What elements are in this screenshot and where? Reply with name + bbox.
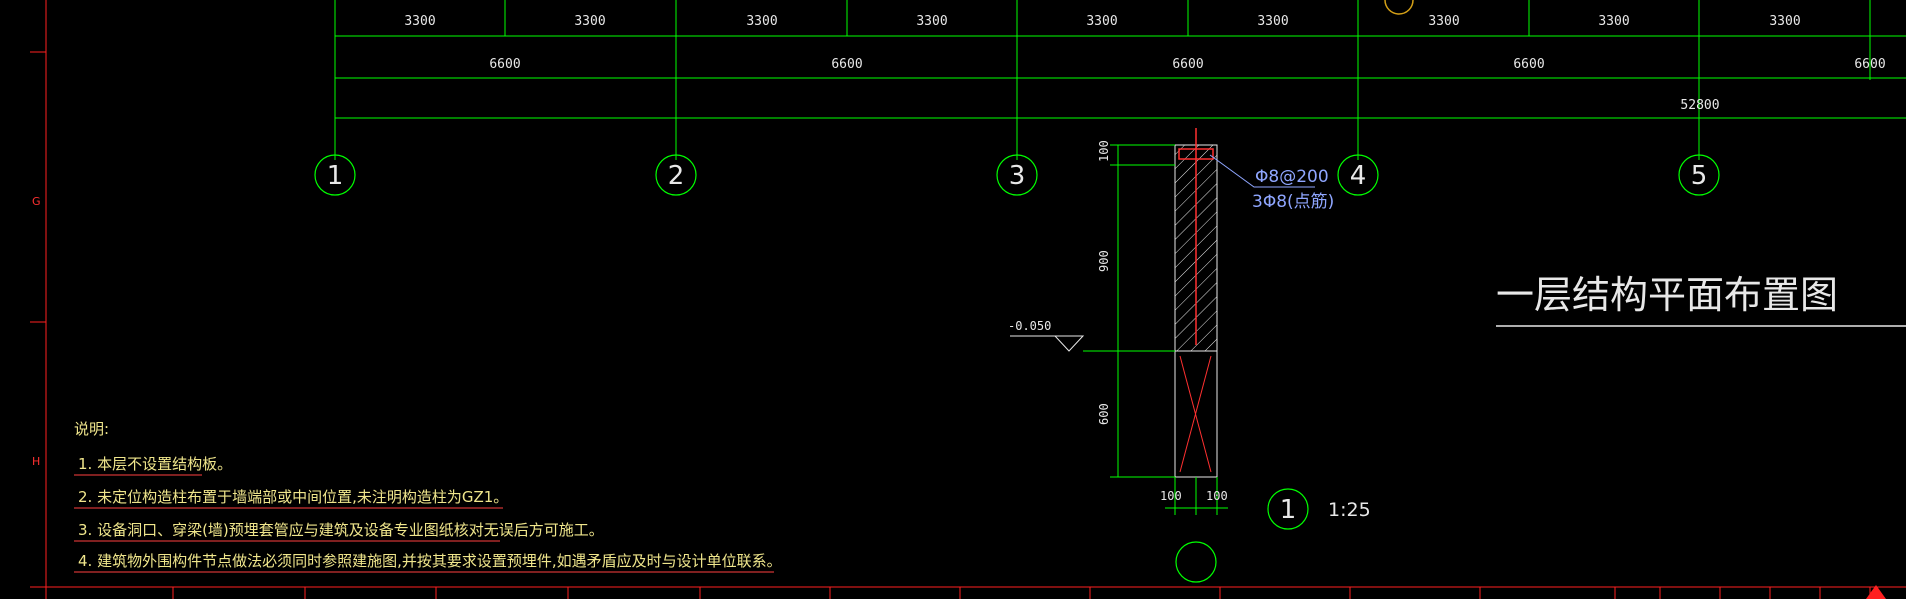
grid-bubble-4 — [1337, 154, 1379, 196]
grid-label-4: 4 — [1350, 161, 1367, 191]
grid-label-2: 2 — [668, 161, 685, 191]
dim-3300: 3300 — [1086, 14, 1117, 29]
dim-6600: 6600 — [489, 57, 520, 72]
detail-bubble — [1267, 488, 1309, 530]
notes-heading: 说明: — [74, 420, 109, 438]
dim-section-top: 100 — [1097, 140, 1111, 162]
grid-bubble-3 — [996, 154, 1038, 196]
dim-3300: 3300 — [574, 14, 605, 29]
grid-bubble-5 — [1678, 154, 1720, 196]
grid-label-3: 3 — [1009, 161, 1026, 191]
grid-axis-labels: 1 2 3 4 5 — [327, 161, 1708, 191]
dim-width-right: 100 — [1206, 489, 1228, 503]
dim-6600: 6600 — [1854, 57, 1885, 72]
rebar-stirrup-label: Φ8@200 — [1255, 167, 1329, 187]
elevation-label: -0.050 — [1008, 319, 1051, 333]
dim-total: 52800 — [1680, 98, 1719, 113]
grid-label-1: 1 — [327, 161, 344, 191]
dim-3300: 3300 — [404, 14, 435, 29]
dimension-row-6600: 6600 6600 6600 6600 6600 — [489, 57, 1885, 72]
rebar-main-label: 3Φ8(点筋) — [1252, 192, 1334, 212]
grid-axis-bubbles[interactable] — [314, 154, 1720, 196]
dimension-row-3300: 3300 3300 3300 3300 3300 3300 3300 3300 … — [404, 14, 1800, 29]
dim-section-bottom: 600 — [1097, 403, 1111, 425]
grid-bubble-1 — [314, 154, 356, 196]
north-symbol-fragment — [1384, 0, 1414, 15]
dimension-lines — [334, 0, 1906, 160]
dim-6600: 6600 — [831, 57, 862, 72]
note-item: 3. 设备洞口、穿梁(墙)预埋套管应与建筑及设备专业图纸核对无误后方可施工。 — [78, 521, 604, 539]
detail-number: 1 — [1280, 495, 1297, 525]
drawing-frame — [30, 0, 1906, 599]
dim-3300: 3300 — [746, 14, 777, 29]
dim-3300: 3300 — [1769, 14, 1800, 29]
dim-6600: 6600 — [1513, 57, 1544, 72]
drawing-title: 一层结构平面布置图 — [1496, 273, 1838, 317]
dim-section-mid: 900 — [1097, 250, 1111, 272]
section-cut-bubble — [1175, 541, 1217, 583]
notes-block: 说明: 1. 本层不设置结构板。 2. 未定位构造柱布置于墙端部或中间位置,未注… — [74, 420, 782, 573]
section-detail[interactable]: 100 900 600 100 100 -0.050 Φ8@200 3Φ8(点筋… — [1008, 128, 1371, 583]
dim-width-left: 100 — [1160, 489, 1182, 503]
note-item: 1. 本层不设置结构板。 — [78, 455, 232, 473]
north-arrow-mark — [1866, 585, 1886, 599]
note-item: 4. 建筑物外围构件节点做法必须同时参照建施图,并按其要求设置预埋件,如遇矛盾应… — [78, 552, 782, 570]
dim-3300: 3300 — [1428, 14, 1459, 29]
dim-3300: 3300 — [1257, 14, 1288, 29]
dim-3300: 3300 — [916, 14, 947, 29]
border-mark-g: G — [32, 195, 41, 208]
dim-3300: 3300 — [1598, 14, 1629, 29]
frame-ticks — [172, 587, 1871, 599]
grid-label-5: 5 — [1691, 161, 1708, 191]
dim-6600: 6600 — [1172, 57, 1203, 72]
border-mark-h: H — [32, 455, 40, 468]
grid-bubble-2 — [655, 154, 697, 196]
detail-scale: 1:25 — [1328, 499, 1371, 521]
note-item: 2. 未定位构造柱布置于墙端部或中间位置,未注明构造柱为GZ1。 — [78, 488, 508, 506]
